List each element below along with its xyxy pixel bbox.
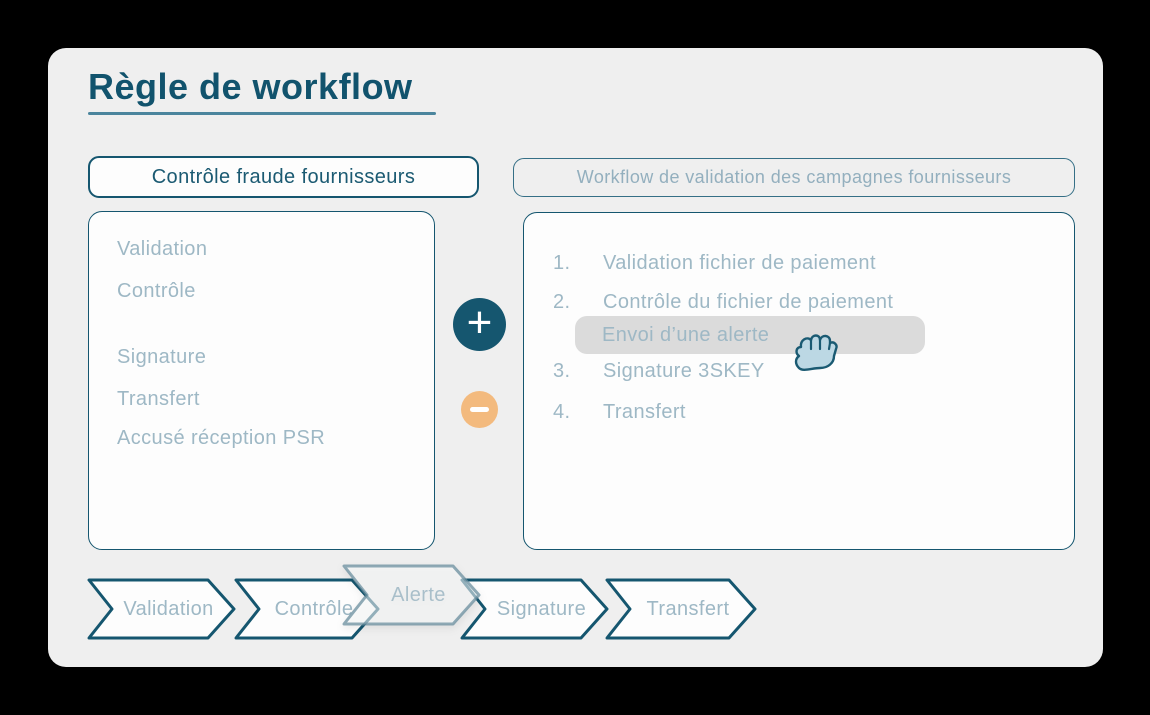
workflow-step-label-1[interactable]: Validation fichier de paiement [603,252,876,274]
minus-icon [470,407,489,412]
dragged-step-label: Envoi d’une alerte [602,324,770,346]
available-step-signature[interactable]: Signature [117,346,207,368]
grab-hand-icon [794,334,838,371]
workflow-step-number: 2. [553,291,571,313]
available-step-accuse-reception[interactable]: Accusé réception PSR [117,427,326,449]
sequence-step-label: Transfert [646,597,730,620]
available-step-controle[interactable]: Contrôle [117,280,196,302]
sequence-step-label: Alerte [391,583,446,606]
available-step-transfert[interactable]: Transfert [117,388,200,410]
rule-name-input[interactable]: Contrôle fraude fournisseurs [88,156,479,198]
workflow-step-label-3[interactable]: Signature 3SKEY [603,360,765,382]
workflow-step-number: 4. [553,401,571,423]
remove-step-button[interactable] [461,391,498,428]
chevron-arrow-shape [605,578,757,640]
sequence-chevron-alerte-dragging[interactable]: Alerte [341,563,482,627]
chevron-arrow-shape [234,578,380,640]
sequence-step-label: Validation [123,597,214,620]
workflow-steps-panel [523,212,1075,550]
sequence-chevron-transfert[interactable]: Transfert [604,577,758,641]
chevron-arrow-shape [87,578,236,640]
workflow-step-label-2[interactable]: Contrôle du fichier de paiement [603,291,894,313]
workflow-step-number: 1. [553,252,571,274]
workflow-card: Règle de workflow Contrôle fraude fourni… [48,48,1103,667]
available-steps-panel [88,211,435,550]
add-step-button[interactable]: + [453,298,506,351]
chevron-arrow-shape [460,578,609,640]
plus-icon: + [466,297,493,347]
sequence-chevron-signature[interactable]: Signature [459,577,610,641]
available-step-validation[interactable]: Validation [117,238,208,260]
workflow-step-number: 3. [553,360,571,382]
sequence-step-label: Signature [496,597,587,620]
sequence-chevron-controle[interactable]: Contrôle [233,577,381,641]
page-title: Règle de workflow [88,66,413,107]
dragged-step-item[interactable]: Envoi d’une alerte [575,316,925,371]
workflow-step-label-4[interactable]: Transfert [603,401,686,423]
workflow-name-input[interactable]: Workflow de validation des campagnes fou… [513,158,1075,197]
chevron-arrow-shape-ghost [342,564,481,626]
sequence-step-label: Contrôle [274,597,354,620]
title-underline [88,112,436,115]
sequence-chevron-validation[interactable]: Validation [86,577,237,641]
